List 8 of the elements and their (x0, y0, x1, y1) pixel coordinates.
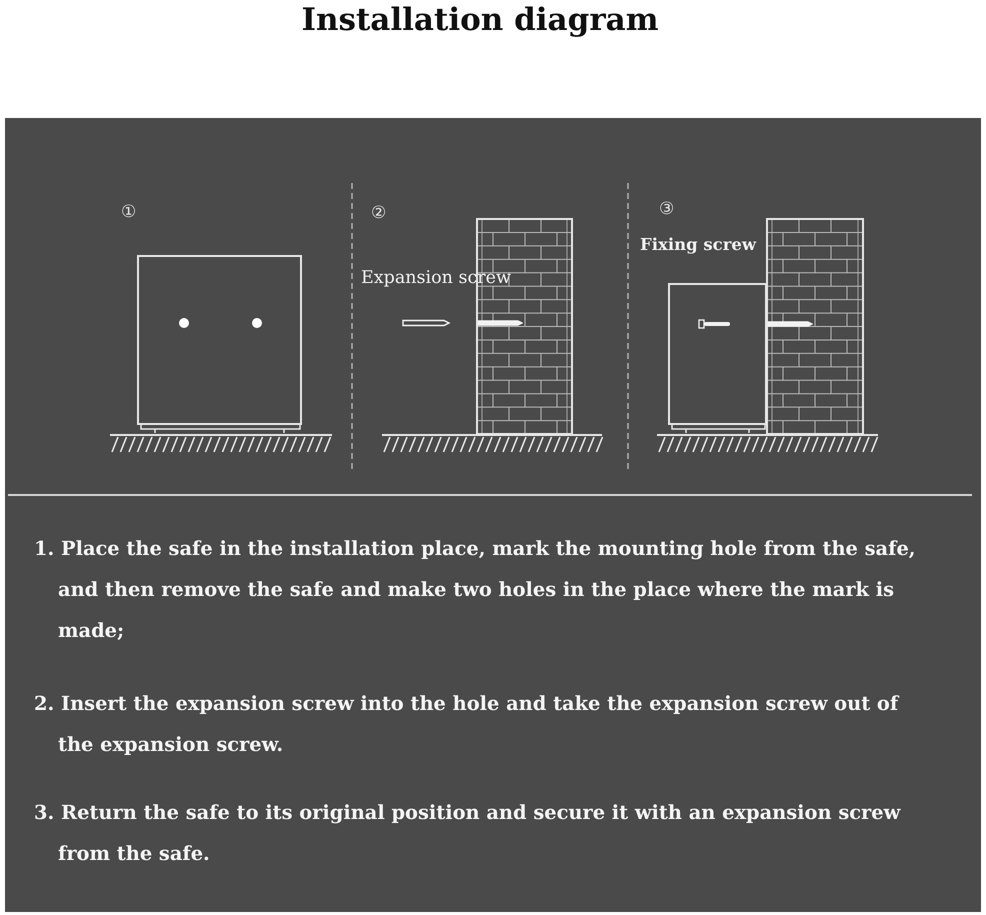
step-number: ③ (659, 199, 674, 219)
instruction-step: 1. Place the safe in the installation place, mark the mounting hole from the safe, and then remove the safe and make two holes in the place where the mark is made; (34, 528, 939, 651)
step-number: ② (371, 203, 386, 223)
step-number: ① (121, 202, 136, 222)
instruction-step: 3. Return the safe to its original position and secure it with an expansion screw from the safe. (34, 792, 939, 874)
part-label: Fixing screw (640, 234, 756, 256)
instruction-step: 2. Insert the expansion screw into the hole and take the expansion screw out of the expansion screw. (34, 683, 909, 765)
diagram-title: Installation diagram (301, 2, 659, 38)
